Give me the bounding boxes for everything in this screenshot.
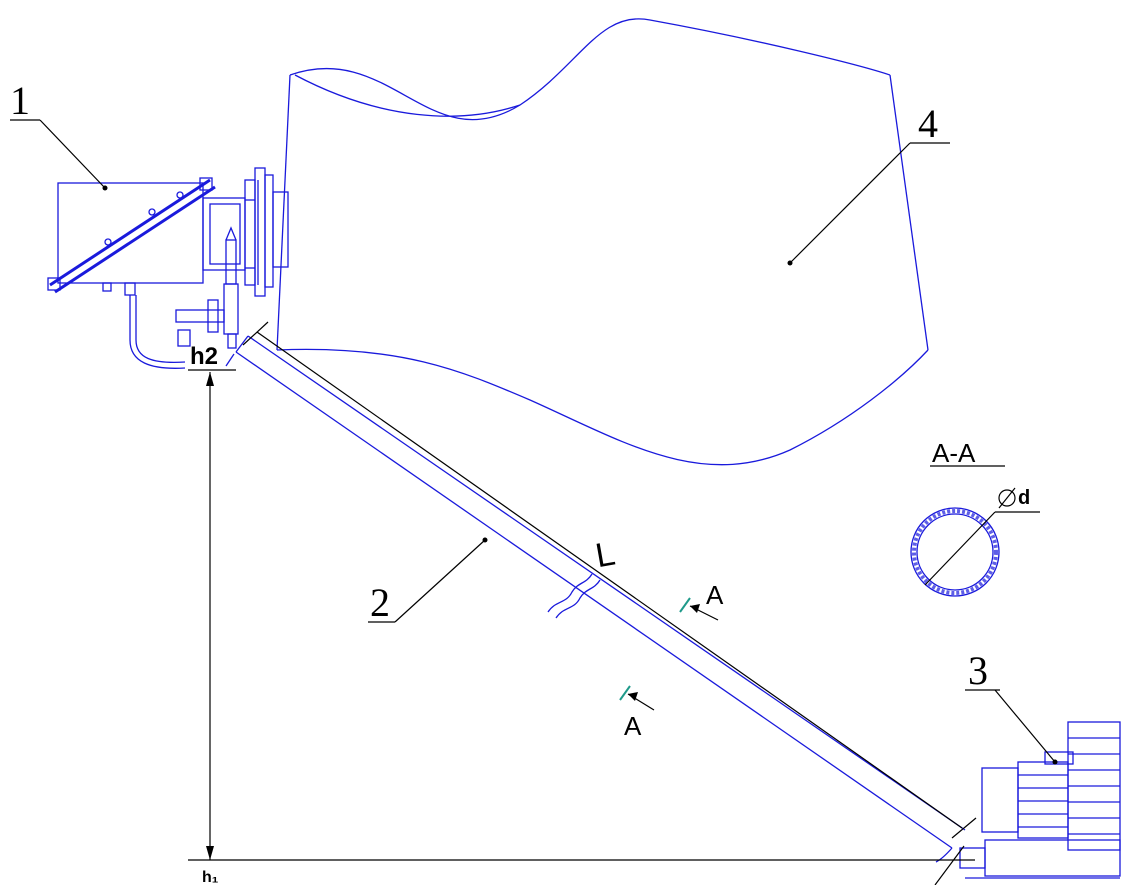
blower <box>959 721 1121 879</box>
dimension-label-h2: h2 <box>190 343 218 370</box>
label-tank: 4 <box>918 101 938 146</box>
dimension-length <box>242 321 977 885</box>
tank-flange <box>244 167 289 297</box>
section-marks <box>619 597 719 711</box>
section-mark-upper: A <box>706 580 724 610</box>
section-title: A-A <box>932 438 976 468</box>
dimension-label-diameter: d <box>1018 487 1030 509</box>
tank <box>276 18 929 466</box>
label-blower: 3 <box>968 648 988 693</box>
label-device: 1 <box>10 78 30 123</box>
cross-section <box>910 465 1040 597</box>
leader-lines <box>10 119 1058 765</box>
dimension-h1 <box>188 369 975 861</box>
label-pipe: 2 <box>370 580 390 625</box>
pipe <box>225 335 966 863</box>
device-box <box>47 177 255 369</box>
dimension-label-length: L <box>593 535 618 576</box>
dimension-label-h1: h₁ <box>202 869 219 885</box>
section-mark-lower: A <box>624 711 642 741</box>
